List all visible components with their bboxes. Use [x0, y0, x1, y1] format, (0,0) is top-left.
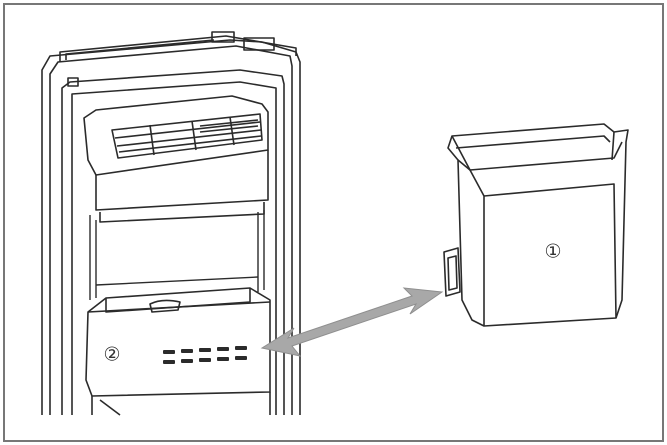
door-inner-rails [89, 210, 265, 300]
ice-bin-number-label: ① [544, 241, 561, 263]
placement-arrow [260, 287, 444, 357]
ice-bin [443, 123, 629, 327]
door-slot-number-label: ② [103, 344, 120, 366]
refrigerator-door [41, 31, 301, 415]
diagram-frame [3, 3, 664, 442]
dispenser-vent-housing [83, 95, 269, 223]
door-bin-slots [163, 346, 247, 364]
